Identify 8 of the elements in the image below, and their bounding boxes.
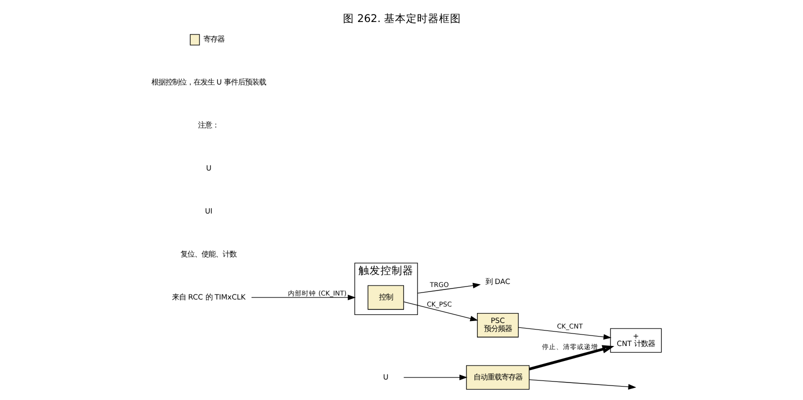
- arrow: [416, 282, 480, 294]
- arrow: [402, 301, 478, 322]
- arrow: [528, 345, 614, 370]
- arrow: [250, 294, 356, 300]
- arrow: [528, 379, 636, 390]
- arrow: [518, 327, 611, 340]
- arrow: [402, 374, 467, 380]
- diagram-title: 图 262. 基本定时器框图: [342, 12, 461, 25]
